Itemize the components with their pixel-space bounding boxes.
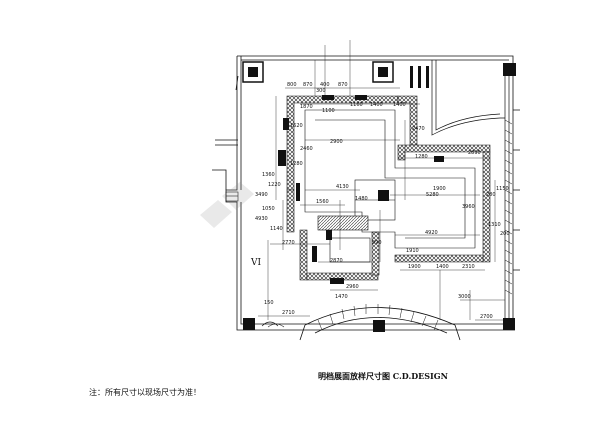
right-facade-mullions	[504, 119, 513, 295]
display-counter	[286, 95, 491, 281]
drawing-note: 注：所有尺寸以现场尺寸为准！	[89, 388, 201, 397]
structural-columns	[242, 61, 516, 332]
dim-label: 3000	[458, 294, 471, 300]
dimension-lines	[258, 40, 505, 321]
dim-label: 1150	[496, 186, 509, 192]
dim-label: 4920	[425, 230, 438, 236]
dim-label: 4930	[255, 216, 268, 222]
dim-label: 1470	[335, 294, 348, 300]
dim-label: 1900	[433, 186, 446, 192]
dim-label: 3960	[462, 204, 475, 210]
dim-label: 5280	[426, 192, 439, 198]
entrance-mullions	[317, 304, 439, 331]
dimension-labels: 800 870 400 870 1160 1400 1400 2900 2890…	[255, 82, 510, 320]
curved-entrance	[299, 307, 461, 341]
dim-label: 2700	[480, 314, 493, 320]
dim-label: 1480	[355, 196, 368, 202]
outer-walls	[212, 55, 515, 331]
counter-fixtures	[278, 95, 444, 284]
dim-label: 2890	[468, 150, 481, 156]
dim-label: 2900	[330, 139, 343, 145]
dim-label: 1400	[436, 264, 449, 270]
drawing-title: 明档展面放样尺寸图 C.D.DESIGN	[318, 371, 448, 381]
dim-label: 1100	[322, 108, 335, 114]
dim-label: 990	[372, 240, 382, 246]
edge-mark: VI	[251, 258, 262, 268]
dim-label: 1140	[270, 226, 283, 232]
dim-label: 1160	[350, 102, 363, 108]
dim-label: 2460	[300, 146, 313, 152]
dim-label: 1870	[300, 104, 313, 110]
dim-label: 1910	[406, 248, 419, 254]
watermark-logo	[200, 182, 254, 228]
dim-label: 800	[287, 82, 297, 88]
inner-island	[304, 109, 476, 263]
dim-label: 2960	[346, 284, 359, 290]
dim-label: 1050	[262, 206, 275, 212]
dim-label: 870	[338, 82, 348, 88]
dim-label: 1560	[316, 199, 329, 205]
dim-label: 2310	[462, 264, 475, 270]
dim-label: 2470	[412, 126, 425, 132]
dim-label: 1310	[488, 222, 501, 228]
dim-label: 300	[316, 88, 326, 94]
dim-label: 1280	[415, 154, 428, 160]
dim-label: 1360	[262, 172, 275, 178]
dim-label: 3490	[255, 192, 268, 198]
dim-label: 2870	[330, 258, 343, 264]
dim-label: 150	[264, 300, 274, 306]
dim-label: 1900	[408, 264, 421, 270]
dim-label: 200	[500, 231, 510, 237]
louver-bars	[410, 66, 429, 88]
dim-label: 280	[486, 192, 496, 198]
dim-label: 870	[303, 82, 313, 88]
dim-label: 1280	[290, 161, 303, 167]
dim-label: 2770	[282, 240, 295, 246]
dim-label: 1620	[290, 123, 303, 129]
dim-label: 1220	[268, 182, 281, 188]
dim-label: 1400	[393, 102, 406, 108]
left-entry	[225, 191, 285, 328]
dim-label: 4130	[336, 184, 349, 190]
dim-label: 2710	[282, 310, 295, 316]
dim-label: 1400	[370, 102, 383, 108]
dim-label: 400	[320, 82, 330, 88]
